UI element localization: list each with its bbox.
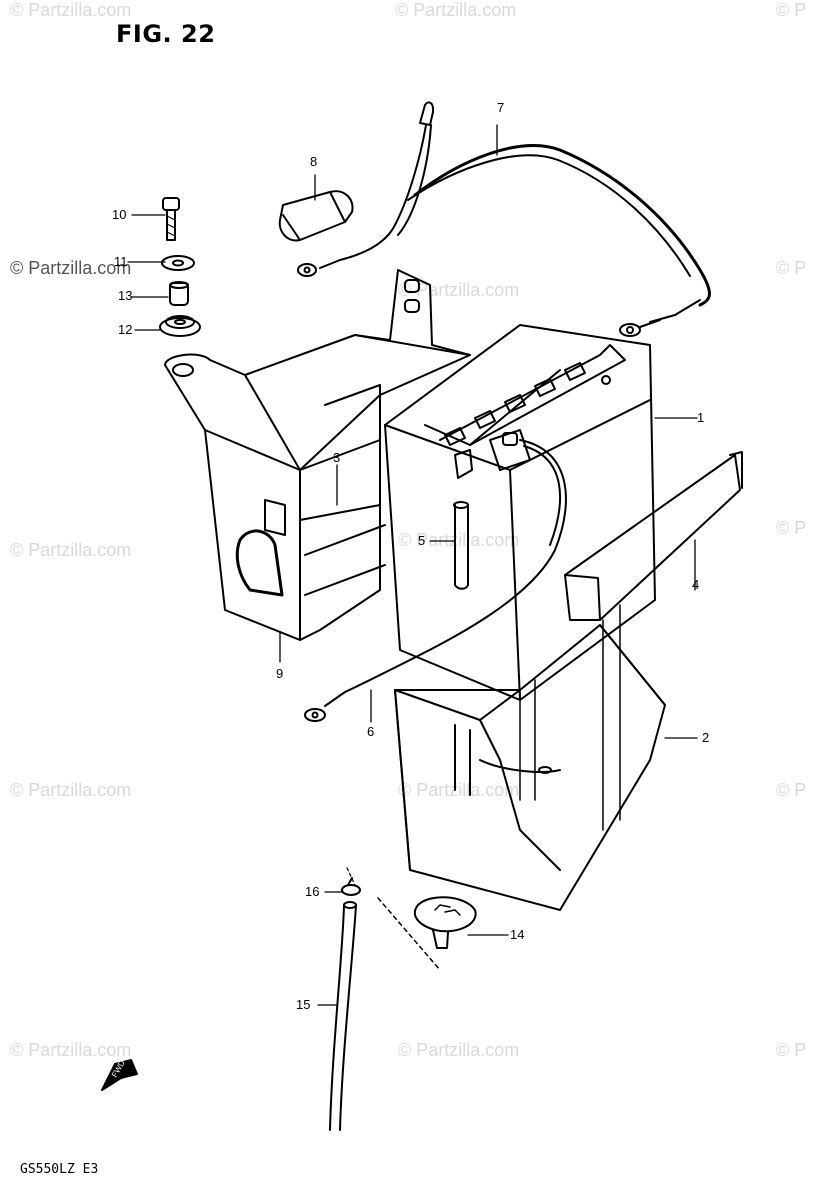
- callout-8[interactable]: 8: [310, 154, 318, 169]
- watermark: © P: [776, 518, 807, 538]
- battery-positive-cable: [297, 101, 711, 337]
- battery-strap: [519, 451, 743, 831]
- callout-4[interactable]: 4: [692, 577, 700, 592]
- callout-3[interactable]: 3: [333, 450, 341, 465]
- watermark: © P: [776, 1040, 807, 1060]
- callout-9[interactable]: 9: [276, 666, 284, 681]
- washer: [161, 255, 195, 271]
- model-code: GS550LZ E3: [20, 1162, 99, 1177]
- callout-12[interactable]: 12: [118, 322, 133, 337]
- watermark: © Partzilla.com: [10, 258, 132, 278]
- watermark: © Partzilla.com: [10, 540, 132, 560]
- grommet: [159, 315, 201, 337]
- watermark: © P: [776, 258, 807, 278]
- bolt: [162, 197, 180, 241]
- callout-15[interactable]: 15: [296, 997, 311, 1012]
- watermark: © Partzilla.com: [398, 1040, 520, 1060]
- breather-tube: [453, 501, 469, 590]
- callout-13[interactable]: 13: [118, 288, 133, 303]
- drain-hose: [329, 901, 357, 1131]
- battery-cell-caps: [444, 362, 586, 446]
- battery: [384, 324, 656, 701]
- callout-16[interactable]: 16: [305, 884, 320, 899]
- battery-negative-cable: [304, 439, 567, 722]
- forward-direction-arrow: FWD: [101, 1059, 138, 1091]
- battery-case: [394, 624, 666, 911]
- hose-routing-line: [346, 867, 356, 886]
- hose-clamp: [341, 877, 361, 896]
- figure-title: FIG. 22: [116, 20, 216, 48]
- watermark: © Partzilla.com: [10, 0, 132, 20]
- watermark: © Partzilla.com: [398, 780, 520, 800]
- battery-holder: [164, 269, 471, 641]
- watermark: © P: [776, 780, 807, 800]
- callout-1[interactable]: 1: [697, 410, 705, 425]
- hose-routing-line: [377, 897, 441, 971]
- collar: [169, 281, 189, 306]
- terminal-cover: [278, 190, 354, 242]
- callout-6[interactable]: 6: [367, 724, 375, 739]
- callout-11[interactable]: 11: [114, 254, 128, 269]
- watermark: © Partzilla.com: [398, 530, 520, 550]
- callout-10[interactable]: 10: [112, 207, 127, 222]
- callout-5[interactable]: 5: [418, 533, 426, 548]
- drain-fitting: [413, 896, 477, 949]
- watermark: © Partzilla.com: [10, 780, 132, 800]
- callout-leaders: [127, 124, 698, 1006]
- callout-7[interactable]: 7: [497, 100, 505, 115]
- callout-2[interactable]: 2: [702, 730, 710, 745]
- callout-14[interactable]: 14: [510, 927, 525, 942]
- watermark: © P: [776, 0, 807, 20]
- watermark: © Partzilla.com: [10, 1040, 132, 1060]
- watermark: © Partzilla.com: [395, 0, 517, 20]
